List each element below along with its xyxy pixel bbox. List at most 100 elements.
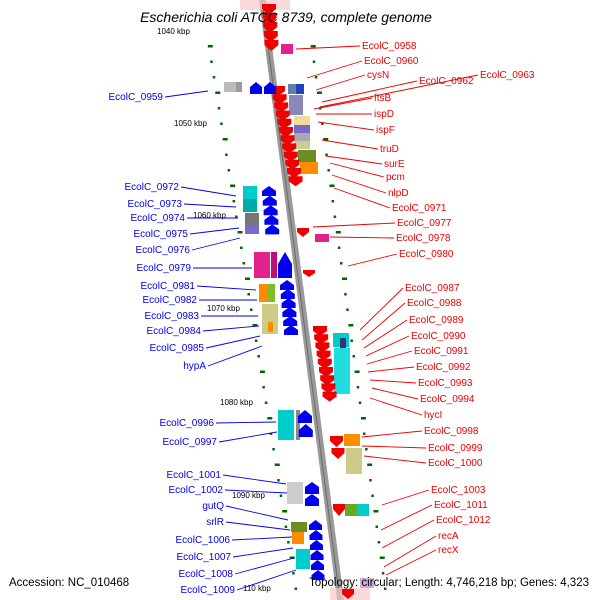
tick-mark: [259, 370, 265, 373]
forward-gene-label: EcolC_0974: [131, 213, 186, 224]
tick-mark: [287, 541, 290, 544]
tick-mark: [249, 308, 253, 311]
map-title: Escherichia coli ATCC 8739, complete gen…: [140, 9, 432, 25]
reverse-gene-arrow: [314, 334, 329, 345]
tick-mark: [383, 587, 387, 590]
tick-mark: [331, 200, 335, 203]
reverse-gene-label: EcolC_0998: [424, 426, 479, 437]
feature-box: [296, 410, 300, 440]
feature-box: [346, 448, 362, 474]
feature-box: [344, 434, 360, 446]
reverse-gene-label: pcm: [386, 172, 405, 183]
leader-line: [371, 387, 419, 400]
reverse-gene-label: hycI: [424, 410, 442, 421]
reverse-gene-arrow: [288, 176, 303, 187]
forward-gene-arrow: [305, 494, 319, 506]
tick-mark: [237, 231, 243, 234]
leader-line: [313, 97, 373, 110]
forward-gene-arrow: [282, 307, 297, 317]
leader-line: [325, 155, 383, 165]
reverse-gene-arrow: [272, 94, 287, 105]
forward-gene-arrow: [262, 186, 276, 196]
reverse-gene-label: ispD: [374, 109, 394, 120]
tick-mark: [272, 448, 275, 451]
reverse-gene-arrow: [262, 13, 277, 24]
forward-gene-label: EcolC_0973: [128, 199, 183, 210]
leader-line: [225, 521, 291, 531]
tick-mark: [371, 494, 374, 497]
reverse-gene-label: EcolC_0993: [418, 378, 473, 389]
topology-text: Topology: circular; Length: 4,746,218 bp…: [309, 577, 589, 589]
forward-gene-label: EcolC_0972: [125, 182, 180, 193]
reverse-gene-arrow: [282, 143, 297, 154]
reverse-gene-label: EcolC_0987: [405, 283, 460, 294]
tick-mark: [267, 417, 273, 420]
feature-box: [294, 141, 310, 149]
reverse-gene-label: cysN: [367, 70, 389, 81]
reverse-gene-label: EcolC_1012: [436, 515, 491, 526]
leader-line: [361, 430, 423, 438]
feature-boxes: [224, 44, 374, 588]
leader-line: [234, 557, 295, 575]
reverse-gene-label: EcolC_0962: [419, 76, 474, 87]
tick-mark: [210, 60, 213, 63]
forward-gene-label: srlR: [206, 517, 224, 528]
tick-mark: [327, 169, 330, 172]
forward-gene-label: EcolC_0959: [109, 92, 164, 103]
feature-box: [296, 549, 310, 569]
reverse-gene-arrow: [330, 436, 343, 447]
tick-mark: [245, 277, 250, 280]
leader-line: [329, 162, 385, 178]
tick-mark: [352, 355, 356, 358]
feature-box: [281, 44, 293, 54]
tick-mark: [292, 572, 295, 575]
kbp-label: 1050 kbp: [174, 119, 207, 128]
feature-box: [271, 252, 277, 278]
tick-mark: [254, 339, 258, 342]
forward-gene-label: hypA: [183, 361, 206, 372]
reverse-gene-label: EcolC_0971: [392, 203, 447, 214]
reverse-gene-arrow: [317, 358, 332, 369]
tick-mark: [356, 386, 360, 389]
tick-mark: [362, 432, 366, 435]
tick-mark: [222, 138, 228, 141]
reverse-gene-arrow: [316, 350, 331, 361]
tick-mark: [335, 231, 341, 234]
leader-line: [202, 325, 260, 332]
leader-line: [191, 237, 241, 251]
forward-gene-arrow: [311, 570, 325, 580]
tick-mark: [230, 184, 236, 187]
tick-mark: [247, 293, 250, 296]
reverse-gene-label: EcolC_0958: [362, 41, 417, 52]
tick-mark: [284, 525, 288, 528]
leader-line: [321, 139, 379, 150]
tick-mark: [360, 417, 366, 420]
feature-box: [243, 199, 257, 212]
forward-gene-label: EcolC_0981: [141, 281, 196, 292]
label-leader-lines: [164, 45, 479, 591]
feature-box: [268, 322, 273, 332]
reverse-gene-arrow: [297, 228, 309, 237]
feature-box: [357, 504, 369, 516]
reverse-gene-label: EcolC_0991: [414, 346, 469, 357]
forward-gene-arrow: [250, 82, 262, 94]
tick-mark: [277, 479, 280, 482]
reverse-gene-arrow: [262, 4, 276, 15]
leader-line: [312, 222, 396, 228]
reverse-gene-label: EcolC_0990: [411, 331, 466, 342]
reverse-gene-label: EcolC_0960: [364, 56, 419, 67]
reverse-gene-arrow: [275, 110, 290, 121]
reverse-gene-arrow: [283, 151, 298, 162]
reverse-gene-label: recX: [438, 545, 459, 556]
leader-line: [363, 455, 427, 464]
kbp-label: 110 kbp: [243, 584, 271, 593]
feature-box: [294, 133, 310, 141]
reverse-gene-label: ispF: [376, 125, 395, 136]
forward-gene-label: EcolC_1002: [169, 485, 224, 496]
tick-mark: [289, 556, 295, 559]
tick-mark: [257, 355, 260, 358]
forward-gene-arrow: [309, 530, 323, 540]
gene-arrows: [250, 4, 354, 599]
leader-line: [329, 236, 395, 239]
